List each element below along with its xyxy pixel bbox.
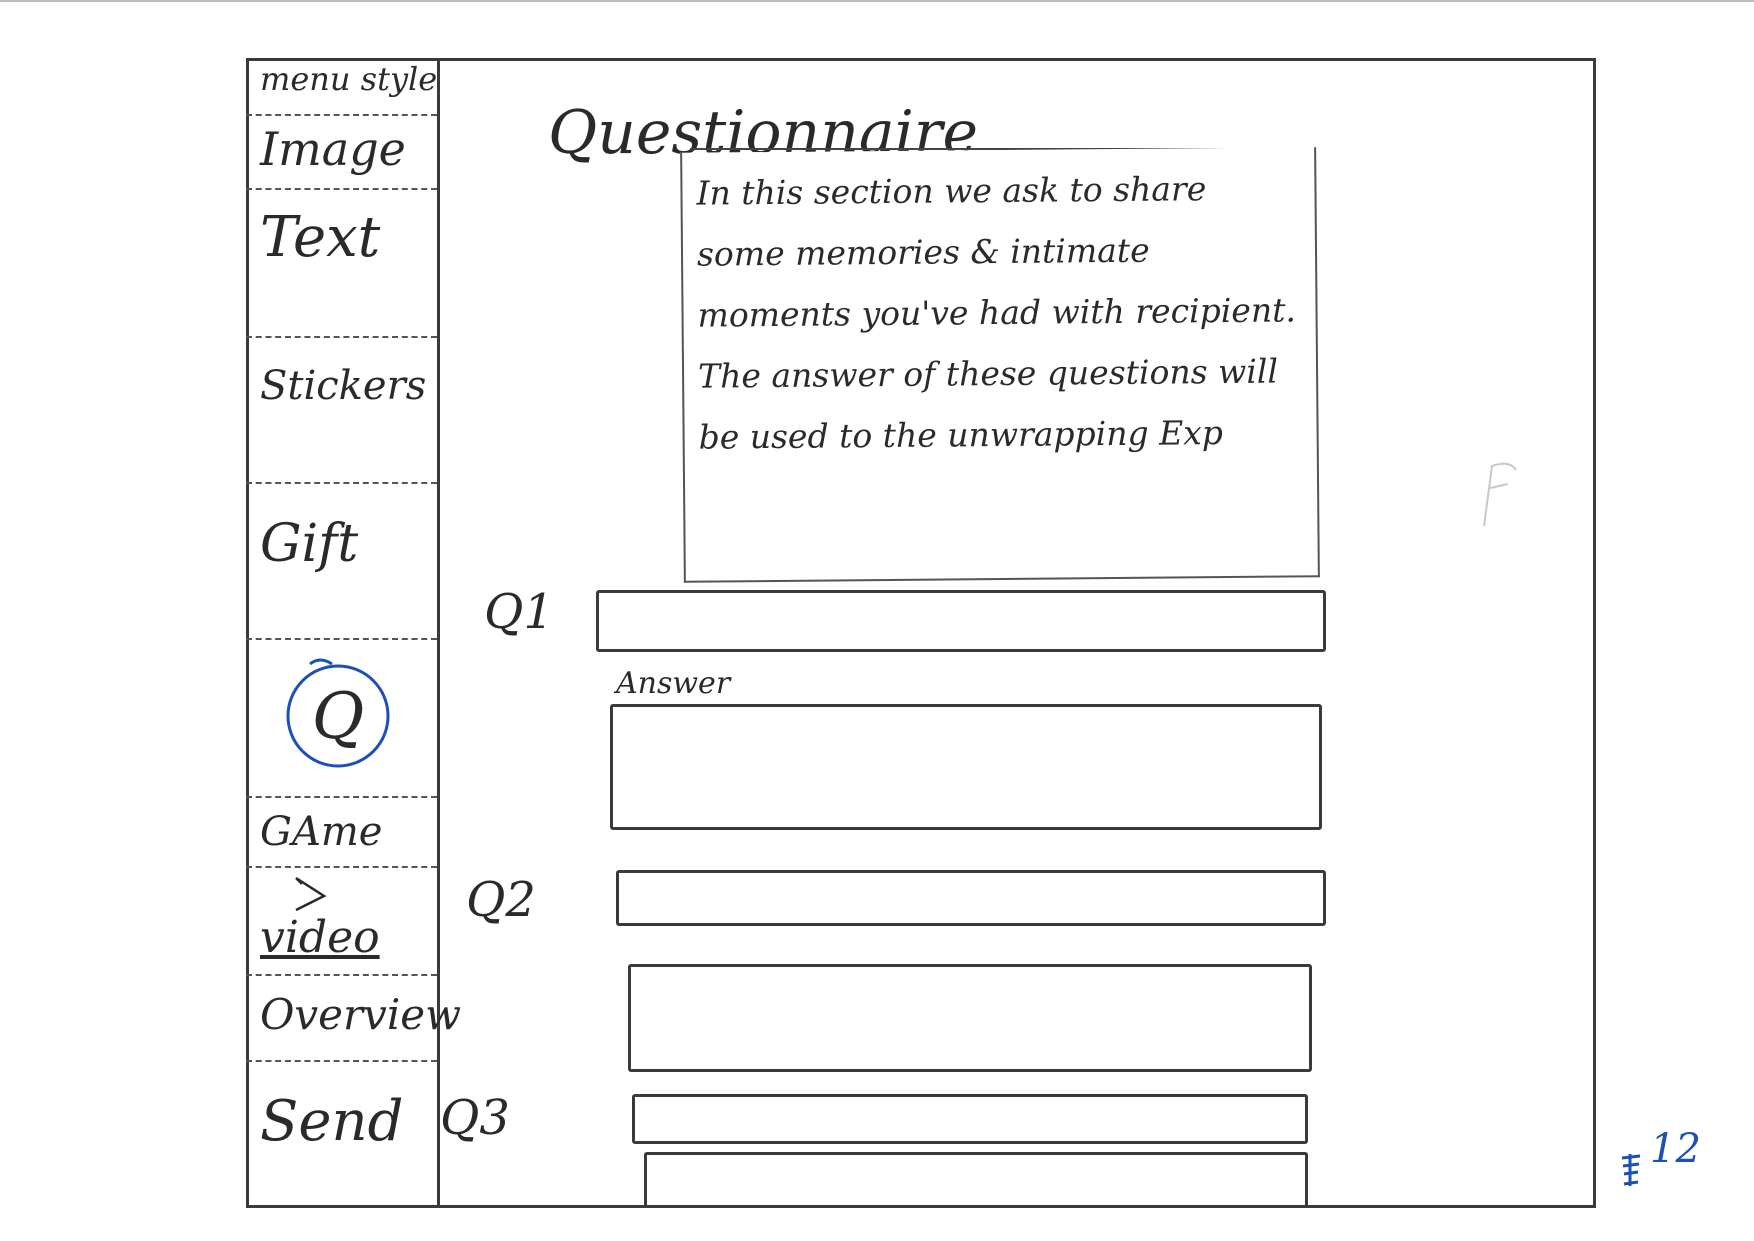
question-input-q3[interactable] [632,1094,1308,1144]
sidebar-item-stickers[interactable]: Stickers [246,338,437,484]
sidebar-item-gift[interactable]: Gift [246,484,437,640]
description-text: In this section we ask to share some mem… [696,169,1297,457]
sidebar-item-image[interactable]: Image [246,116,437,190]
pencil-scribble [1483,462,1517,527]
question-label-q1: Q1 [484,584,554,640]
question-input-q2[interactable] [616,870,1326,926]
page-number: 12 [1650,1126,1701,1172]
sidebar-item-label: Send [260,1089,404,1154]
question-label-q3: Q3 [440,1090,510,1146]
app-frame [246,58,1596,1208]
answer-input-q1[interactable] [610,704,1322,830]
question-label-q2: Q2 [466,872,536,928]
sidebar-item-overview[interactable]: Overview [246,976,461,1062]
sidebar-item-label: menu style [260,60,438,98]
answer-input-q3[interactable] [644,1152,1308,1208]
sidebar-item-label: Image [260,122,406,176]
sidebar-item-menu-style[interactable]: menu style [246,58,437,116]
sidebar-item-label: Text [260,205,381,270]
answer-label: Answer [616,666,731,701]
questionnaire-icon-label: Q [312,680,364,754]
page-top-edge [0,0,1754,2]
question-input-q1[interactable] [596,590,1326,652]
questionnaire-icon: Q [286,658,390,768]
page-mark-icon [1621,1154,1641,1186]
sidebar-item-label: Stickers [260,363,427,409]
description-box: In this section we ask to share some mem… [680,147,1320,583]
sidebar-item-label: GAme [260,809,383,855]
sidebar-item-label: Gift [260,514,359,574]
play-icon [295,876,327,912]
sidebar-item-label: Overview [260,990,462,1039]
answer-input-q2[interactable] [628,964,1312,1072]
sidebar-item-text[interactable]: Text [246,190,437,338]
sidebar-item-send[interactable]: Send [246,1062,437,1208]
sidebar: menu style Image Text Stickers Gift Q GA… [246,58,461,1208]
sidebar-item-questionnaire[interactable]: Q [246,640,437,798]
sidebar-item-game[interactable]: GAme [246,798,437,868]
sidebar-item-video[interactable]: video [246,868,437,976]
sidebar-item-label: video [260,912,380,963]
